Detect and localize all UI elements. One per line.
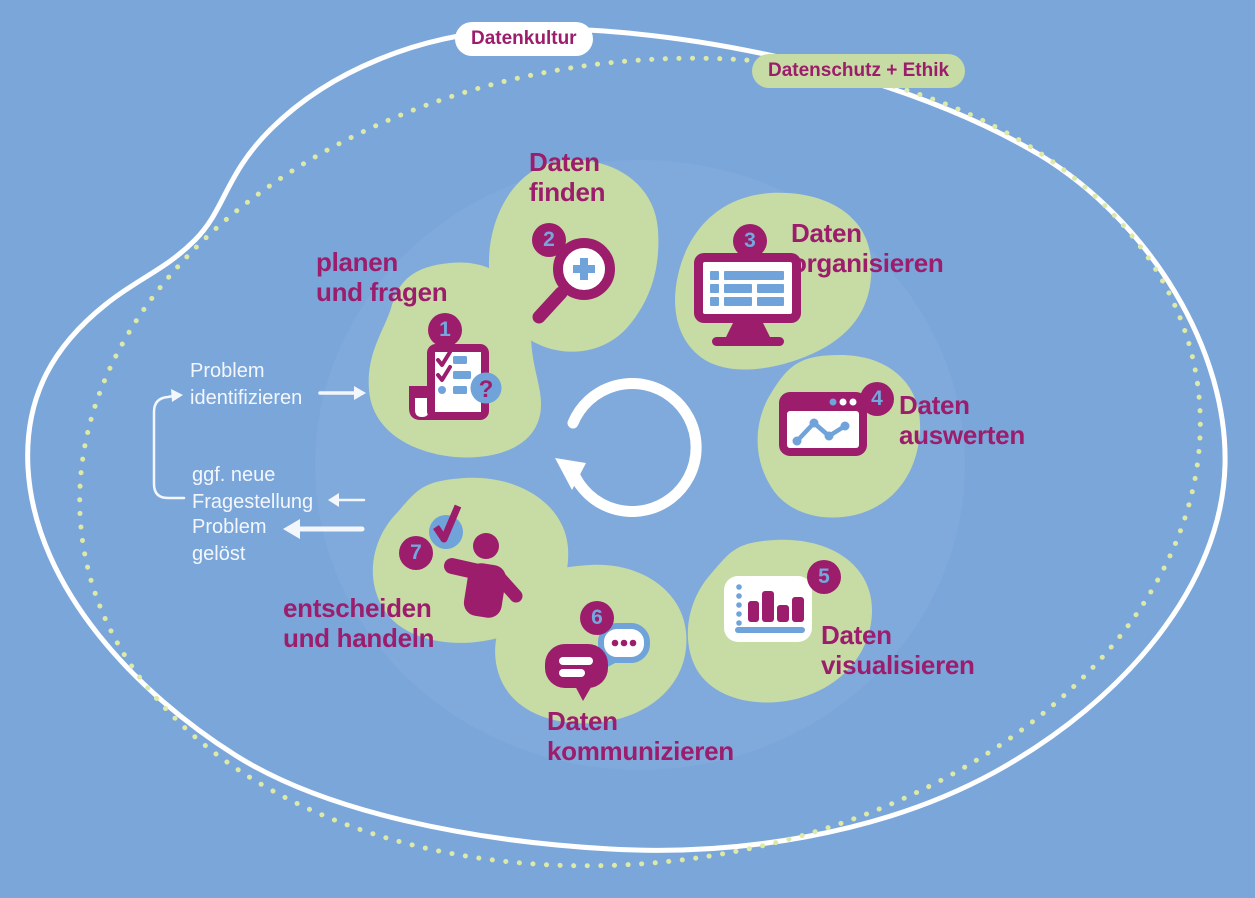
label-step-6: Daten kommunizieren [547,706,734,766]
step-badge-1: 1 [428,313,462,347]
label-step-2: Daten finden [529,147,606,207]
label-step-4: Daten auswerten [899,390,1025,450]
annotation-neue-fragestellung: ggf. neue Fragestellung [192,464,314,513]
datenschutz-dotted-outline [77,55,1203,869]
question-mark-glyph: ? [479,376,494,403]
datenschutz-ethik-pill: Datenschutz + Ethik [752,54,966,88]
question-circle [470,372,502,404]
speech-bubbles-icon [545,623,650,701]
datenkultur-pill: Datenkultur [455,22,593,56]
step-badge-5: 5 [807,560,841,594]
label-step-3: Daten organisieren [791,218,944,278]
annotation-arrows [152,386,366,539]
arrow-to-step1-head [354,386,366,400]
bar-chart-card-icon [724,576,812,642]
loop-arrow-new-question [152,394,186,500]
person-check-icon [429,504,523,618]
browser-line-chart-icon [779,392,867,456]
arrow-problem-geloest-head [283,519,300,539]
step-badge-3: 3 [733,224,767,258]
step-badge-4: 4 [860,382,894,416]
blob-step-7 [372,477,569,643]
annotation-problem-identifizieren: Problem identifizieren [190,360,303,409]
annotation-problem-geloest: Problem gelöst [192,516,267,565]
label-step-1: planen und fragen [316,247,448,307]
cycle-arrow-icon [555,378,702,517]
step-badge-6: 6 [580,601,614,635]
loop-arrow-head [171,389,183,402]
label-step-5: Daten visualisieren [821,620,975,680]
magnifying-glass-icon [532,238,615,324]
monitor-table-icon [694,253,801,346]
step-badge-7: 7 [399,536,433,570]
arrow-neue-fragestellung-head [328,493,339,507]
label-step-7: entscheiden und handeln [283,593,435,653]
step-badge-2: 2 [532,223,566,257]
checklist-clipboard-icon: ? [409,344,502,420]
